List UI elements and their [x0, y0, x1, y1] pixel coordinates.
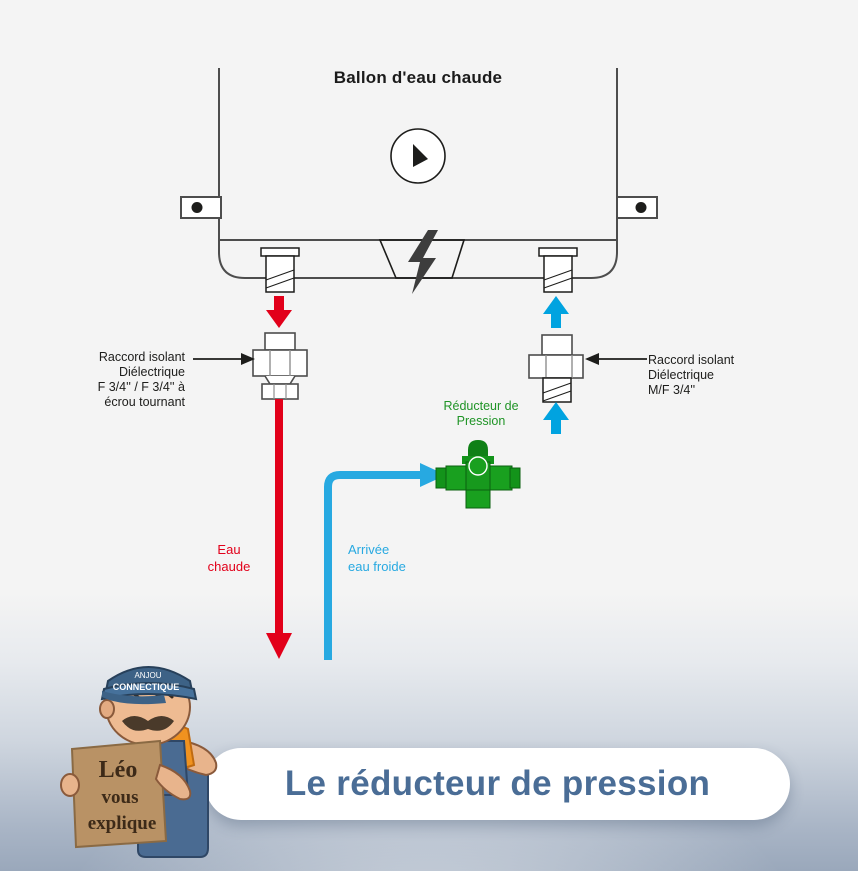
annotation-right-line-2: Diélectrique	[648, 368, 715, 382]
dielectric-union-left	[252, 332, 308, 400]
cold-water-pipe	[324, 463, 446, 660]
pressure-reducer-label: Réducteur de Pression	[425, 399, 537, 429]
sign-line-2: vous	[102, 787, 139, 808]
tank-outlet-nipple-left	[260, 247, 300, 293]
pressure-reducer-label-line-1: Réducteur de	[443, 399, 519, 413]
cap-logo-line-2: CONNECTIQUE	[113, 682, 180, 692]
title-banner: Le réducteur de pression	[205, 748, 790, 820]
cardboard-sign: Léo vous explique	[60, 739, 168, 849]
annotation-right-line-1: Raccord isolant	[648, 353, 735, 367]
sign-line-1: Léo	[99, 757, 138, 783]
dielectric-union-right	[528, 334, 584, 403]
wall-bracket-icon	[616, 196, 658, 219]
banner-title: Le réducteur de pression	[284, 764, 711, 803]
annotation-left-fitting: Raccord isolant Diélectrique F 3/4'' / F…	[55, 350, 185, 410]
leo-mascot: ANJOU CONNECTIQUE Léo vous explique	[60, 666, 218, 858]
annotation-left-line-2: Diélectrique	[118, 365, 185, 379]
tank-title: Ballon d'eau chaude	[333, 68, 503, 87]
hot-water-label: Eau chaude	[188, 541, 270, 575]
arrow-up-blue	[543, 296, 569, 328]
lightning-bolt-icon	[378, 230, 466, 294]
pointer-dial-icon	[390, 128, 446, 184]
annotation-left-line-3: F 3/4'' / F 3/4'' à	[97, 380, 185, 394]
sign-line-3: explique	[88, 813, 157, 834]
tank-inlet-nipple-right	[538, 247, 578, 293]
annotation-right-fitting: Raccord isolant Diélectrique M/F 3/4''	[648, 353, 808, 398]
hot-water-pipe	[266, 399, 292, 659]
annotation-left-line-4: écrou tournant	[104, 395, 185, 409]
arrow-left-black	[585, 353, 647, 365]
arrow-right-black	[193, 353, 255, 365]
cap-logo-line-1: ANJOU	[134, 671, 161, 680]
annotation-right-line-3: M/F 3/4''	[648, 383, 696, 397]
pressure-reducer-label-line-2: Pression	[456, 414, 506, 428]
arrow-up-blue	[543, 402, 569, 434]
hot-water-label-line-1: Eau	[217, 542, 241, 557]
hot-water-label-line-2: chaude	[207, 559, 251, 574]
cold-water-label: Arrivée eau froide	[348, 541, 444, 575]
pressure-reducer-valve	[435, 440, 521, 509]
arrow-down-red	[266, 296, 292, 328]
cold-water-label-line-1: Arrivée	[348, 542, 390, 557]
wall-bracket-icon	[180, 196, 222, 219]
cold-water-label-line-2: eau froide	[348, 559, 406, 574]
annotation-left-line-1: Raccord isolant	[98, 350, 185, 364]
